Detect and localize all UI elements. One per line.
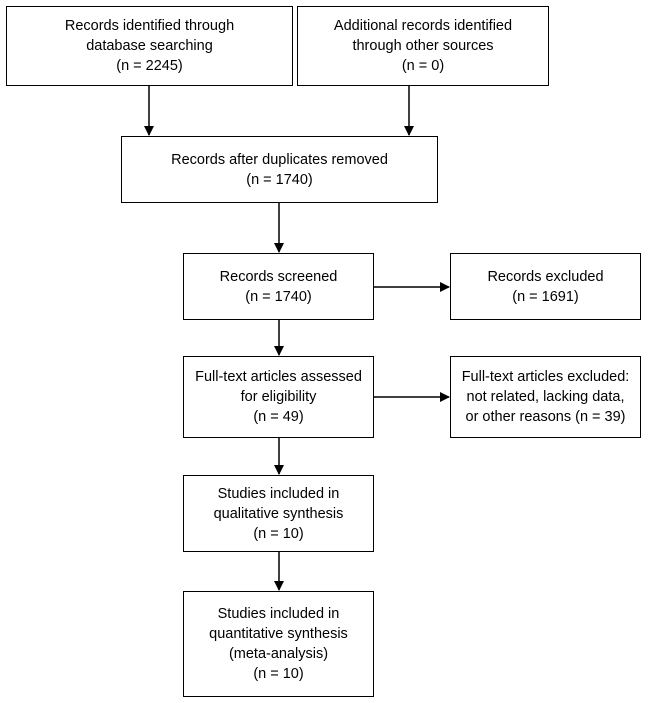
box-text-line: or other reasons (n = 39) bbox=[465, 409, 626, 425]
box-text-line: Records after duplicates removed bbox=[171, 151, 388, 168]
box-text-line: for eligibility bbox=[240, 389, 317, 405]
box-text-line: (n = 0) bbox=[401, 58, 445, 74]
box-text-line: (n = 1740) bbox=[246, 171, 313, 188]
box-text-line: (meta-analysis) bbox=[228, 646, 329, 662]
box-records-excluded: Records excluded (n = 1691) bbox=[450, 253, 641, 320]
box-fulltext-assessed: Full-text articles assessed for eligibil… bbox=[183, 356, 374, 438]
box-text-line: (n = 49) bbox=[253, 409, 304, 425]
box-records-screened: Records screened (n = 1740) bbox=[183, 253, 374, 320]
box-text-line: Records screened bbox=[219, 268, 338, 285]
box-text-line: quantitative synthesis bbox=[209, 626, 348, 642]
box-text-line: (n = 1740) bbox=[245, 288, 312, 305]
box-text-line: Records excluded bbox=[487, 268, 604, 285]
box-text-line: (n = 10) bbox=[253, 666, 304, 682]
box-text-line: Studies included in bbox=[217, 485, 340, 502]
box-records-identified-database: Records identified through database sear… bbox=[6, 6, 293, 86]
box-quantitative-synthesis: Studies included in quantitative synthes… bbox=[183, 591, 374, 697]
box-text-line: Records identified through bbox=[64, 18, 235, 34]
box-text-line: database searching bbox=[86, 38, 213, 54]
box-text-line: Studies included in bbox=[217, 606, 340, 622]
box-text-line: Additional records identified bbox=[333, 18, 513, 34]
box-text-line: not related, lacking data, bbox=[466, 389, 625, 405]
box-text-line: (n = 1691) bbox=[512, 288, 579, 305]
box-additional-records-other-sources: Additional records identified through ot… bbox=[297, 6, 549, 86]
box-text-line: (n = 10) bbox=[253, 525, 304, 542]
box-text-line: Full-text articles assessed bbox=[195, 369, 362, 385]
box-text-line: Full-text articles excluded: bbox=[461, 369, 630, 385]
box-qualitative-synthesis: Studies included in qualitative synthesi… bbox=[183, 475, 374, 552]
box-text-line: qualitative synthesis bbox=[213, 505, 344, 522]
box-records-after-duplicates: Records after duplicates removed (n = 17… bbox=[121, 136, 438, 203]
box-text-line: through other sources bbox=[352, 38, 494, 54]
box-fulltext-excluded: Full-text articles excluded: not related… bbox=[450, 356, 641, 438]
box-text-line: (n = 2245) bbox=[116, 58, 183, 74]
